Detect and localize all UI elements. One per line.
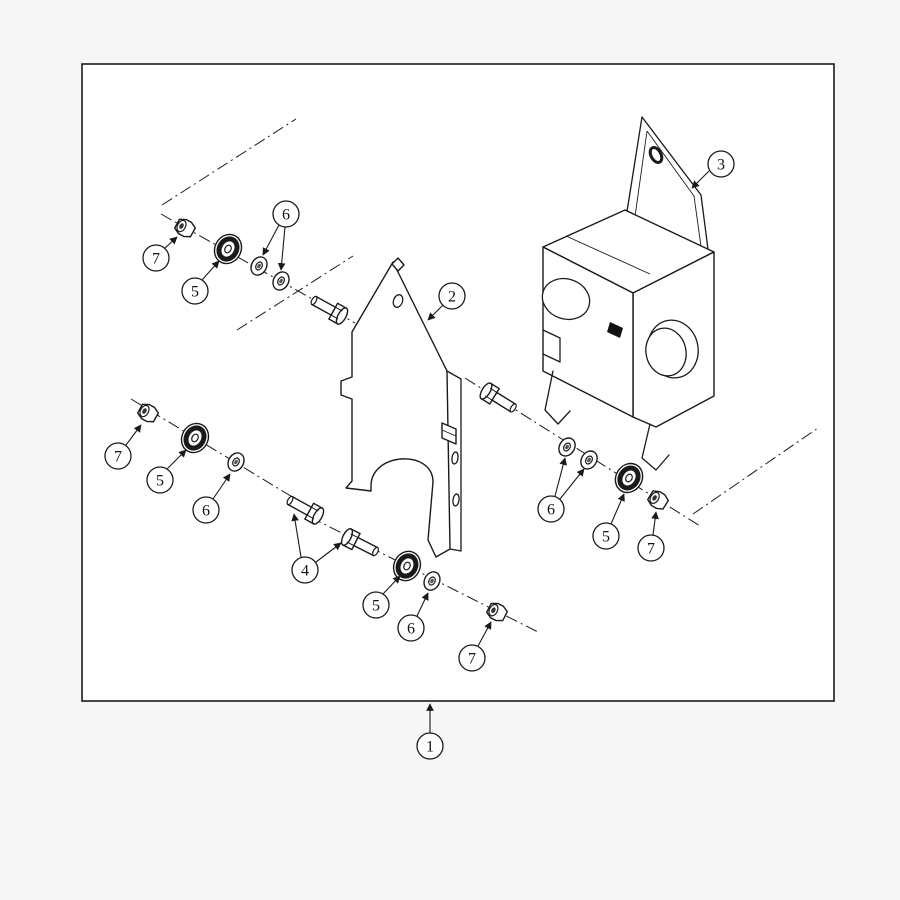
plate-flange — [446, 370, 462, 552]
callout-leader-arrow — [125, 424, 142, 446]
callout-1: 1 — [416, 703, 444, 760]
callout-circle — [146, 466, 174, 494]
callout-leader-arrow — [382, 575, 401, 595]
plate-flange-hole — [451, 451, 459, 465]
callout-number: 7 — [468, 651, 476, 668]
callout-6: 6 — [397, 592, 429, 642]
callout-2: 2 — [427, 282, 466, 321]
callout-circle — [416, 732, 444, 760]
callout-circle — [362, 591, 390, 619]
bracket-top-bend-line — [565, 235, 651, 275]
callout-number: 7 — [114, 449, 122, 466]
plate-outline — [340, 261, 451, 558]
centerline — [161, 118, 297, 206]
callout-leader-arrow — [427, 304, 444, 321]
callout-leader-arrow — [166, 449, 187, 470]
bracket-left-foot — [544, 370, 571, 425]
callout-5: 5 — [181, 260, 220, 305]
callout-number: 6 — [282, 207, 290, 224]
callout-leader-arrow — [164, 236, 178, 249]
bracket-side-cutout — [541, 277, 591, 321]
centerline — [236, 255, 354, 331]
callout-circle — [637, 534, 665, 562]
callout-7: 7 — [458, 621, 492, 672]
callout-6: 6 — [537, 457, 585, 523]
callout-circle — [272, 200, 300, 228]
callout-3: 3 — [691, 150, 735, 189]
callout-leader-arrow — [277, 226, 286, 271]
callout-leader-arrow — [691, 170, 710, 189]
callout-number: 7 — [647, 541, 655, 558]
callout-number: 6 — [407, 621, 415, 638]
callout-4: 4 — [291, 513, 342, 584]
callout-5: 5 — [592, 493, 625, 550]
callout-number: 5 — [372, 598, 380, 615]
plate-clip-line — [441, 429, 457, 437]
callout-number: 7 — [152, 251, 160, 268]
callout-5: 5 — [362, 575, 401, 619]
callout-leader-arrow — [651, 511, 659, 536]
callout-circle — [181, 277, 209, 305]
callout-circle — [458, 644, 486, 672]
callout-leader-arrow — [212, 473, 231, 500]
plate-top-tab — [391, 257, 405, 272]
callout-6: 6 — [262, 200, 300, 271]
callout-circle — [192, 496, 220, 524]
callout-number: 1 — [426, 739, 434, 756]
plate-top-hole — [392, 294, 404, 308]
callout-number: 3 — [717, 157, 725, 174]
callout-number: 2 — [448, 289, 456, 306]
callout-circle — [142, 244, 170, 272]
callout-number: 5 — [156, 473, 164, 490]
callout-circle — [707, 150, 735, 178]
callout-layer: 1 2 3 4 5 5 5 5 6 6 6 6 7 7 7 7 — [104, 150, 735, 760]
bracket-arm-hole — [648, 146, 664, 164]
part-3-support-bracket — [541, 116, 715, 471]
callout-circle — [397, 614, 425, 642]
callout-circle — [104, 442, 132, 470]
callout-5: 5 — [146, 449, 187, 494]
callout-circle — [537, 495, 565, 523]
callout-7: 7 — [142, 236, 178, 272]
bracket-arm-inner-line — [646, 130, 705, 269]
callout-number: 6 — [547, 502, 555, 519]
callout-number: 5 — [191, 284, 199, 301]
callout-circle — [592, 522, 620, 550]
callout-leader-arrow — [315, 542, 342, 563]
centerline — [692, 427, 819, 515]
callout-leader-arrow — [416, 592, 429, 617]
bracket-large-hole-inner — [645, 327, 687, 377]
plate-flange-hole — [452, 493, 460, 507]
callout-circle — [291, 556, 319, 584]
part-2-mounting-plate — [340, 257, 462, 558]
callout-circle — [438, 282, 466, 310]
callout-leader-arrow — [559, 468, 585, 500]
callout-number: 4 — [301, 563, 309, 580]
callout-number: 5 — [602, 529, 610, 546]
callout-leader-arrow — [291, 513, 302, 558]
bracket-notch — [542, 329, 561, 363]
bracket-right-foot — [641, 423, 670, 471]
callout-7: 7 — [104, 424, 142, 470]
callout-leader-arrow — [554, 457, 567, 497]
callout-7: 7 — [637, 511, 665, 562]
callout-leader-arrow — [262, 224, 280, 256]
callout-leader-arrow — [610, 493, 625, 525]
centerline — [130, 398, 318, 513]
callout-number: 6 — [202, 503, 210, 520]
callout-leader-arrow — [201, 260, 220, 281]
callout-6: 6 — [192, 473, 231, 524]
plate-clip-tab — [441, 422, 457, 445]
callout-leader-arrow — [477, 621, 492, 647]
bracket-slot — [607, 322, 623, 338]
